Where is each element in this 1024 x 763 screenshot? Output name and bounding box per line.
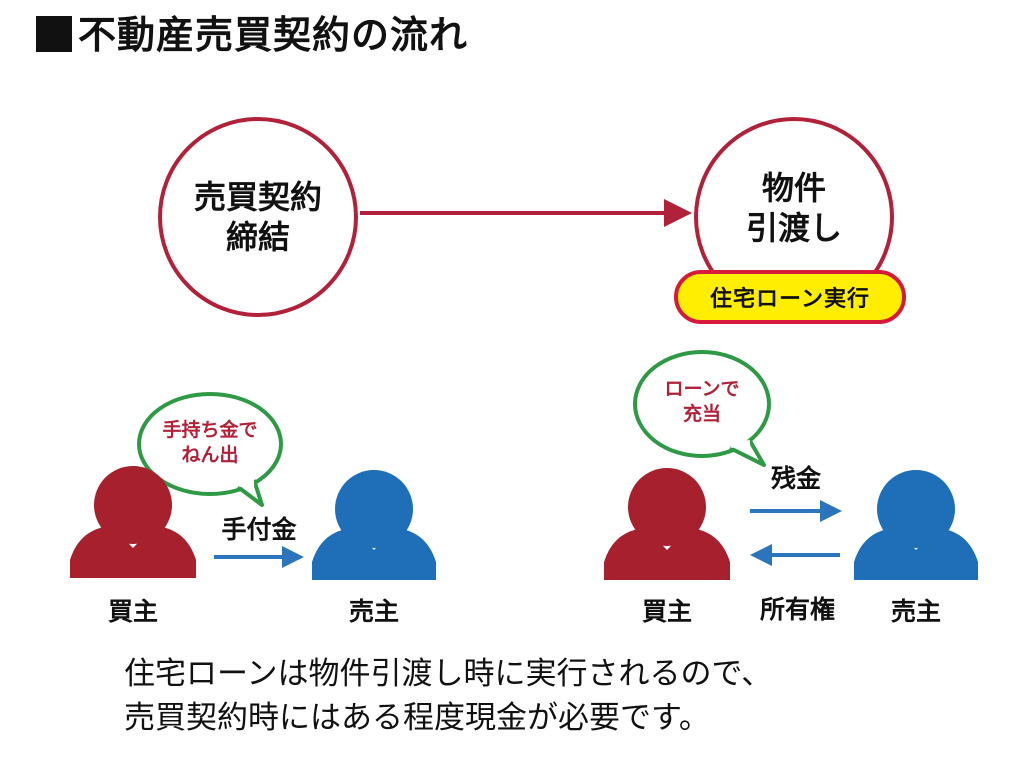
buyer-person-icon — [70, 466, 196, 578]
handover-step-line1: 物件 — [761, 169, 826, 207]
seller-person-icon — [854, 470, 978, 580]
explanation-note: 住宅ローンは物件引渡し時に実行されるので、 売買契約時にはある程度現金が必要です… — [124, 652, 772, 740]
right-bubble-text: ローンで 充当 — [642, 377, 762, 426]
left-bubble-text: 手持ち金で ねん出 — [150, 418, 270, 467]
ownership-label: 所有権 — [759, 595, 835, 624]
note-line2: 売買契約時にはある程度現金が必要です。 — [124, 700, 710, 737]
page-title: 不動産売買契約の流れ — [36, 4, 468, 59]
contract-step-circle: 売買契約 締結 — [158, 117, 358, 317]
right-bubble-line1: ローンで — [664, 378, 740, 400]
handover-step-line2: 引渡し — [745, 209, 842, 247]
contract-step-line1: 売買契約 — [193, 178, 322, 216]
left-bubble-line1: 手持ち金で — [162, 419, 258, 441]
buyer-label: 買主 — [641, 597, 692, 626]
right-speech-bubble — [633, 350, 771, 467]
right-bubble-line2: 充当 — [682, 402, 721, 425]
page-title-text: 不動産売買契約の流れ — [78, 13, 469, 57]
loan-execution-badge: 住宅ローン実行 — [674, 270, 906, 324]
note-line1: 住宅ローンは物件引渡し時に実行されるので、 — [124, 656, 773, 692]
left-speech-bubble — [137, 392, 283, 507]
left-bubble-line2: ねん出 — [181, 443, 239, 466]
buyer-label: 買主 — [107, 597, 158, 626]
seller-label: 売主 — [890, 597, 941, 626]
balance-label: 残金 — [770, 464, 821, 493]
deposit-label: 手付金 — [221, 515, 297, 544]
balance-arrow — [750, 500, 842, 522]
seller-person-icon — [312, 470, 436, 580]
buyer-person-icon — [604, 468, 730, 580]
ownership-arrow — [750, 544, 840, 566]
seller-label: 売主 — [348, 597, 399, 626]
payment-arrow — [214, 546, 304, 568]
flow-arrow — [360, 199, 692, 227]
contract-step-line2: 締結 — [225, 218, 290, 256]
square-bullet-icon — [36, 16, 72, 52]
